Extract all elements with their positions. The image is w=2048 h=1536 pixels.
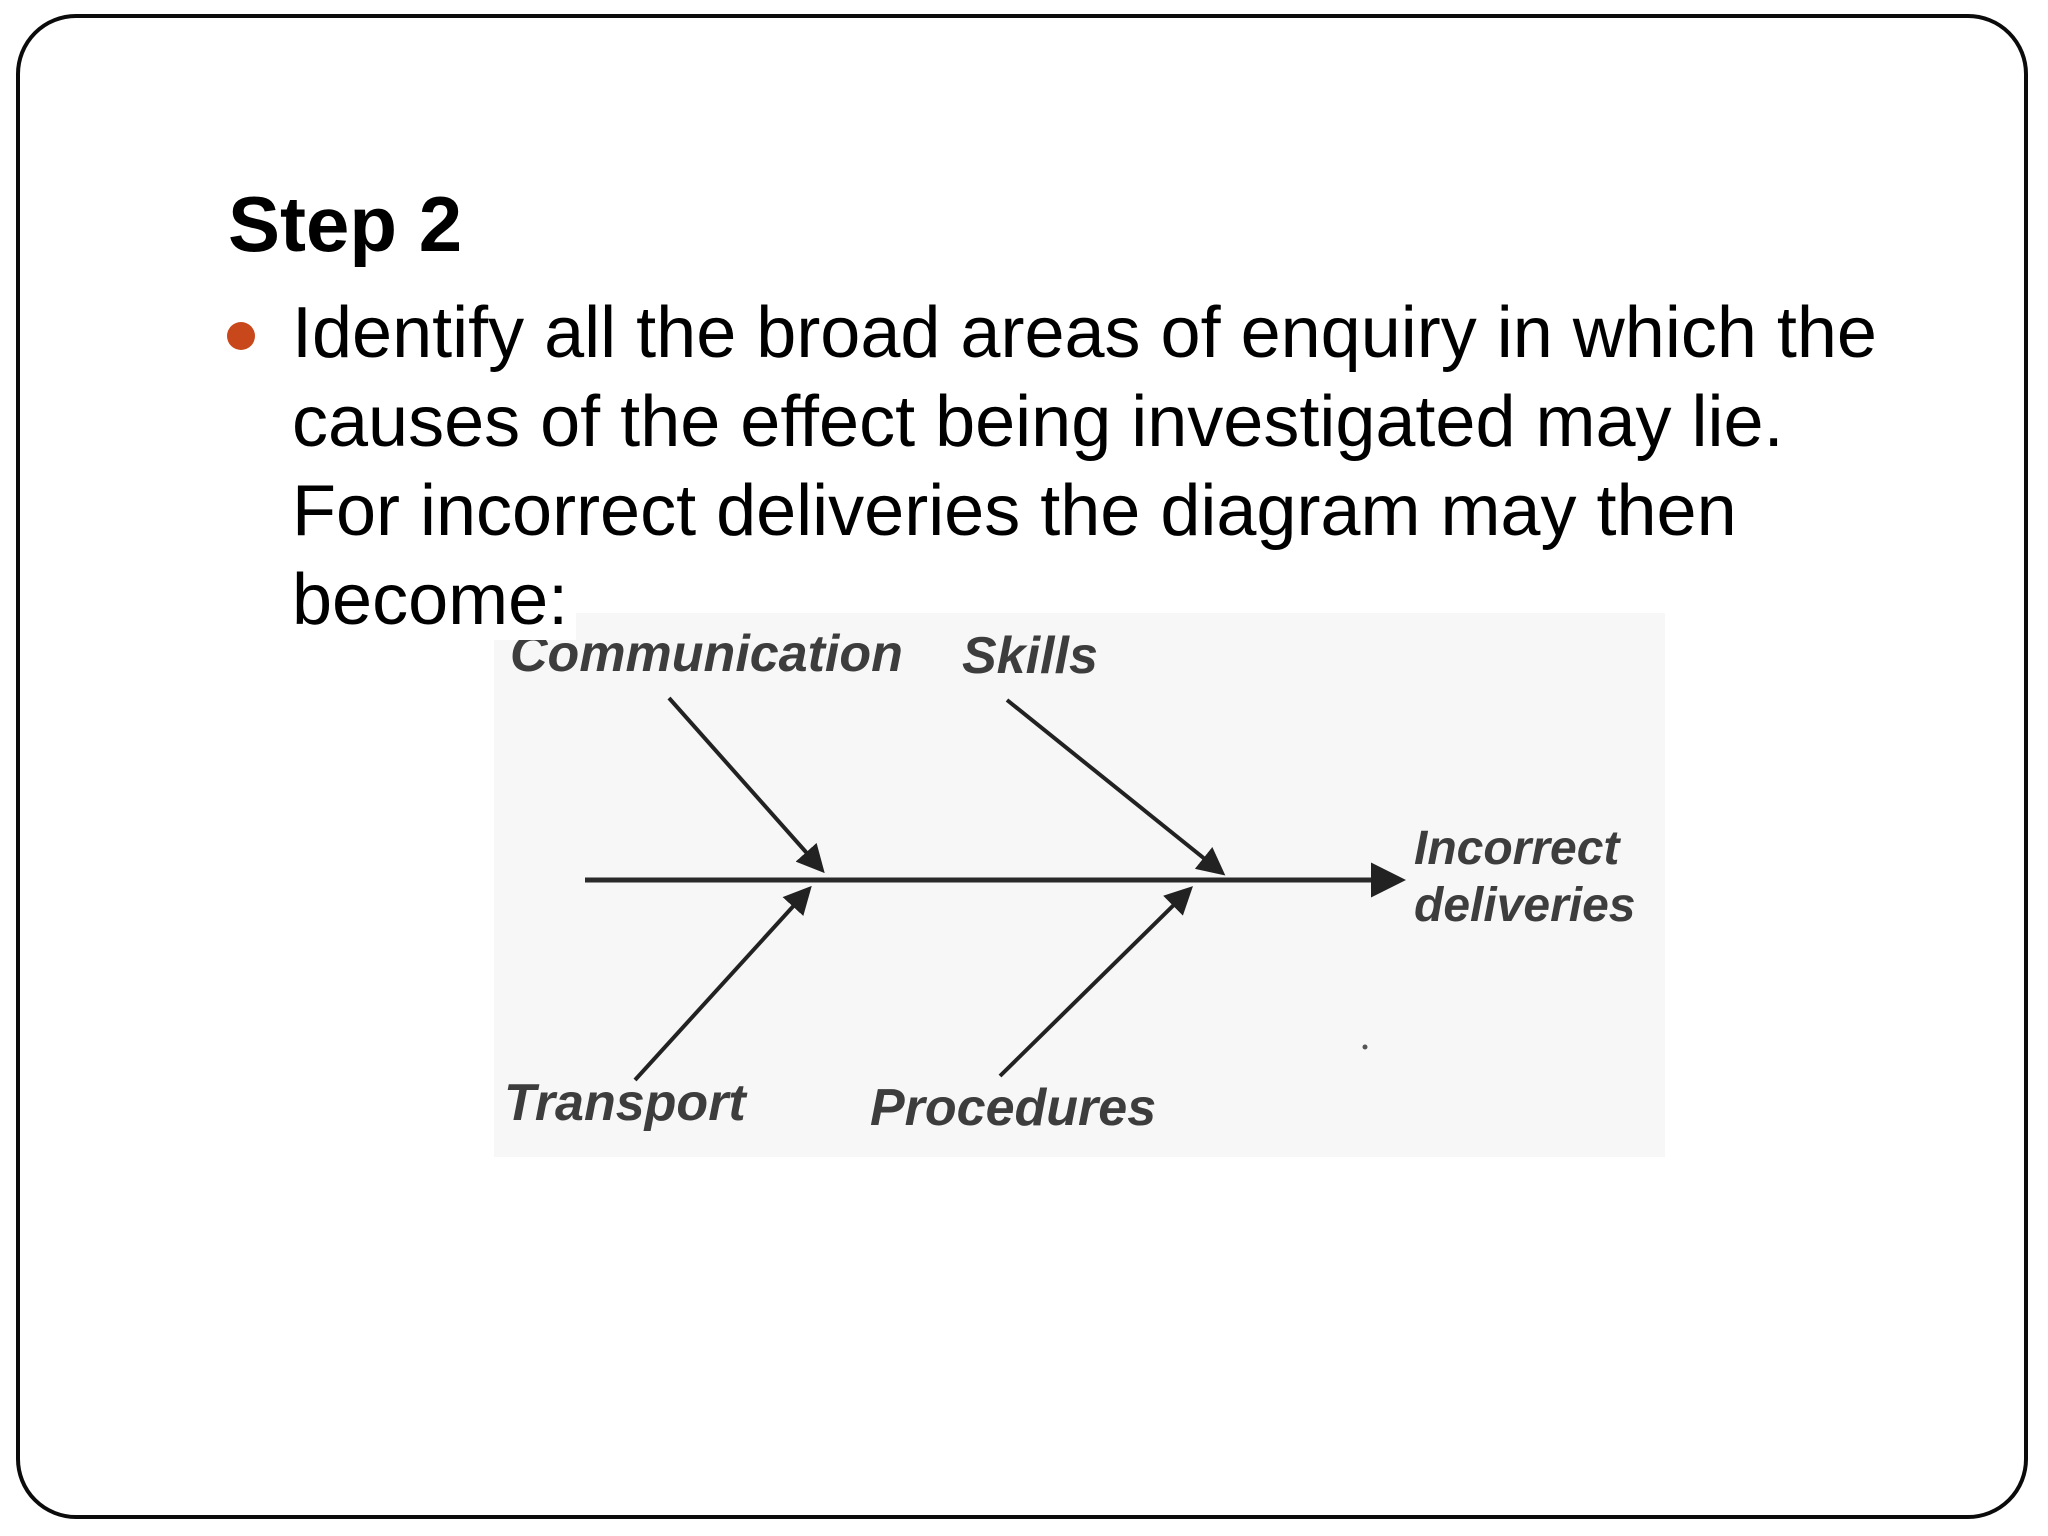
bone-arrow-transport xyxy=(633,885,812,1082)
bullet-marker-icon xyxy=(227,322,255,350)
slide-title: Step 2 xyxy=(228,180,463,268)
bullet-line: causes of the effect being investigated … xyxy=(292,378,1992,467)
effect-label: Incorrect deliveries xyxy=(1414,822,1636,932)
cause-label-transport: Transport xyxy=(504,1074,746,1132)
dot-artifact xyxy=(1362,1044,1368,1050)
slide-border xyxy=(16,14,2028,1519)
bone-arrow-skills xyxy=(1005,698,1226,876)
bone-arrow-communication xyxy=(667,696,825,874)
bullet-paragraph: Identify all the broad areas of enquiry … xyxy=(292,289,1992,645)
bone-arrow-procedures xyxy=(998,886,1193,1078)
bullet-line: For incorrect deliveries the diagram may… xyxy=(292,467,1992,556)
fishbone-diagram: Communication Skills Transport Procedure… xyxy=(494,613,1665,1157)
fishbone-arrows xyxy=(585,696,1406,1082)
cause-label-procedures: Procedures xyxy=(870,1079,1157,1137)
bullet-line: Identify all the broad areas of enquiry … xyxy=(292,289,1992,378)
bullet-line: become: xyxy=(292,556,1992,645)
cause-label-skills: Skills xyxy=(962,627,1098,685)
